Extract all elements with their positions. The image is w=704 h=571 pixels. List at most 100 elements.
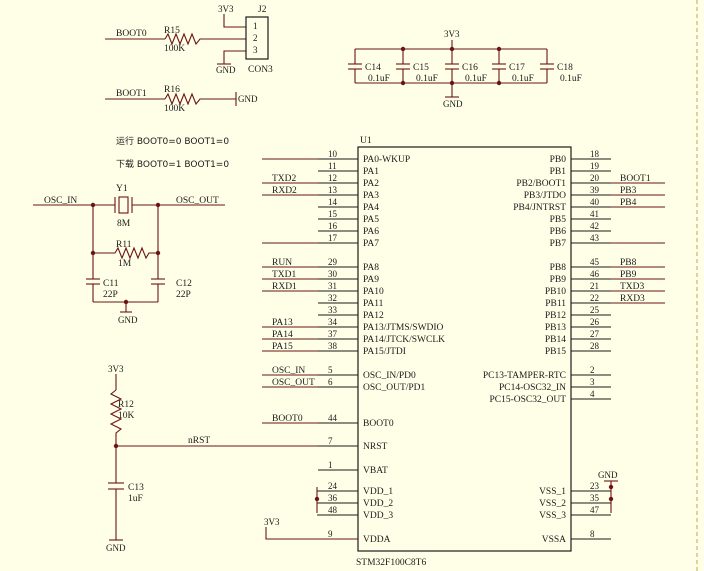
- u1-power-connections: 3V3 GND: [264, 470, 618, 540]
- net-label: PA14: [272, 330, 293, 340]
- j2-value: CON3: [248, 65, 273, 75]
- j2-designator: J2: [258, 5, 267, 15]
- c12-value: 22P: [176, 290, 191, 300]
- cap-designator: C18: [557, 63, 573, 73]
- boot1-circuit: BOOT1 GND R16 100K: [105, 85, 258, 114]
- r16-value: 100K: [164, 104, 185, 114]
- pin-name: VBAT: [363, 466, 388, 476]
- vdda-3v3-label: 3V3: [264, 517, 280, 527]
- run-mode-note: 运行 BOOT0=0 BOOT1=0: [116, 135, 229, 147]
- cap-designator: C14: [365, 63, 381, 73]
- pin-number: 28: [590, 341, 600, 351]
- r15-value: 100K: [164, 44, 185, 54]
- pin-name: BOOT0: [363, 419, 394, 429]
- pin-number: 41: [590, 209, 599, 219]
- net-label: RXD1: [272, 282, 297, 292]
- net-label: TXD2: [272, 174, 297, 184]
- pin-number: 48: [328, 505, 338, 515]
- cap-value: 0.1uF: [512, 74, 534, 84]
- boot0-net-label: BOOT0: [116, 29, 147, 39]
- pin-number: 6: [328, 377, 333, 387]
- pin-name: PC15-OSC32_OUT: [489, 395, 566, 405]
- pin-number: 43: [590, 233, 600, 243]
- cap-designator: C17: [509, 63, 525, 73]
- c13-designator: C13: [128, 483, 144, 493]
- net-label: RXD2: [272, 186, 297, 196]
- pin-name: PA14/JTCK/SWCLK: [363, 335, 445, 345]
- pin-name: PB14: [545, 335, 566, 345]
- pin-number: 35: [590, 493, 600, 503]
- pin-number: 15: [328, 209, 338, 219]
- pin-name: VDDA: [363, 535, 391, 545]
- pin-name: PB0: [550, 155, 567, 165]
- r11-value: 1M: [118, 259, 132, 269]
- pin-number: 21: [590, 281, 599, 291]
- pin-number: 2: [590, 365, 595, 375]
- pin-name: VSS_1: [539, 487, 566, 497]
- c11-value: 22P: [103, 290, 118, 300]
- net-label: BOOT1: [620, 174, 651, 184]
- pin-name: PB8: [550, 263, 567, 273]
- pin-number: 47: [590, 505, 600, 515]
- pin-number: 8: [590, 529, 595, 539]
- pin-number: 29: [328, 257, 338, 267]
- pin-number: 12: [328, 173, 337, 183]
- pin-name: PA13/JTMS/SWDIO: [363, 323, 444, 333]
- osc-out-net-label: OSC_OUT: [176, 196, 219, 206]
- pin-number: 3: [590, 377, 595, 387]
- pin-name: PB1: [550, 167, 567, 177]
- pin-name: VDD_1: [363, 487, 393, 497]
- cap-value: 0.1uF: [416, 74, 438, 84]
- r12-value: 10K: [118, 411, 135, 421]
- pin-name: VDD_3: [363, 511, 393, 521]
- pin-name: PA0-WKUP: [363, 155, 410, 165]
- nrst-net-label: nRST: [188, 436, 210, 446]
- pin-number: 27: [590, 329, 600, 339]
- pin-number: 38: [328, 341, 338, 351]
- j2-gnd-label: GND: [216, 65, 236, 75]
- pin-name: PB12: [545, 311, 566, 321]
- decoupling-caps: 3V3 GND C140.1uFC150.1uFC160.1uFC170.1uF…: [348, 29, 582, 109]
- pin-name: OSC_IN/PD0: [363, 371, 416, 381]
- caps-gnd-label: GND: [443, 99, 463, 109]
- net-label: RUN: [272, 258, 292, 268]
- net-label: PB3: [620, 186, 637, 196]
- pin-number: 20: [590, 173, 600, 183]
- pin-name: NRST: [363, 442, 387, 452]
- pin-name: PA8: [363, 263, 379, 273]
- net-label: PB8: [620, 258, 637, 268]
- net-label: PA13: [272, 318, 293, 328]
- pin-number: 46: [590, 269, 600, 279]
- net-label: OSC_OUT: [272, 378, 315, 388]
- pin-number: 5: [328, 365, 333, 375]
- cap-designator: C16: [462, 63, 478, 73]
- pin-number: 16: [328, 221, 338, 231]
- cap-value: 0.1uF: [560, 74, 582, 84]
- boot1-gnd-label: GND: [238, 94, 258, 104]
- net-label: PB9: [620, 270, 637, 280]
- pin-number: 40: [590, 197, 600, 207]
- u1-chip-body: [357, 146, 572, 552]
- pin-name: OSC_OUT/PD1: [363, 383, 426, 393]
